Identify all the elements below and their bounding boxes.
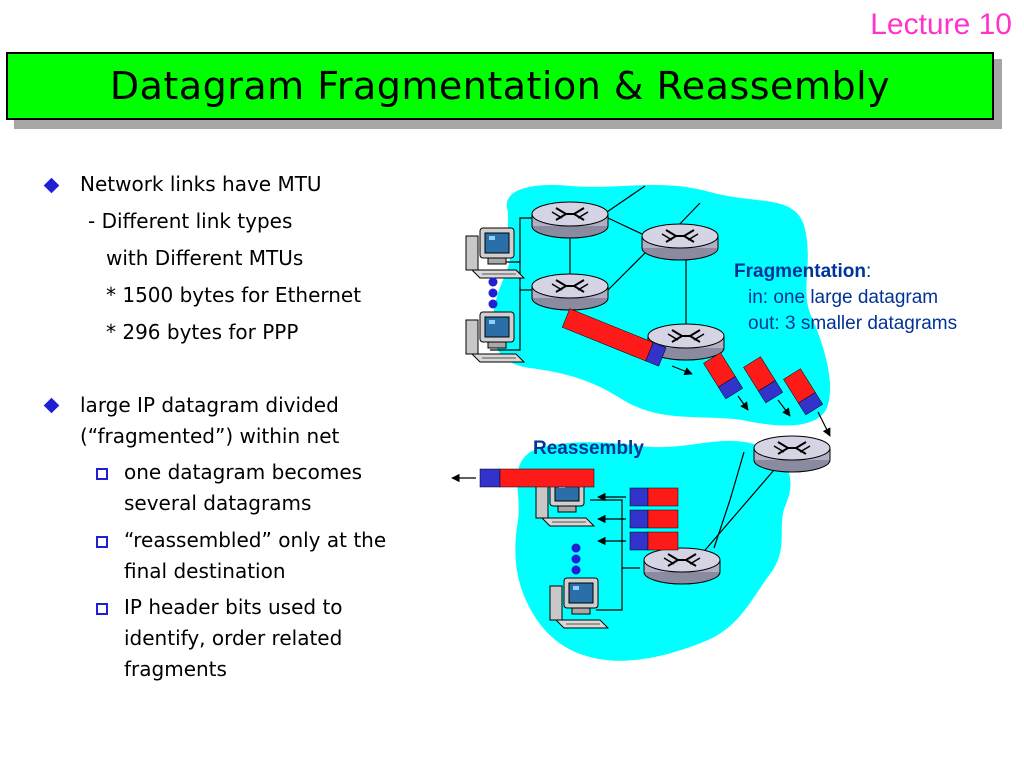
reassembled-datagram xyxy=(480,469,594,487)
router-icon xyxy=(532,202,608,238)
fragmentation-out: out: 3 smaller datagrams xyxy=(734,311,957,337)
router-icon xyxy=(644,548,720,584)
router-icon xyxy=(642,224,718,260)
reassembly-label: Reassembly xyxy=(533,438,644,460)
arrow xyxy=(818,412,830,436)
arriving-fragments xyxy=(630,488,678,550)
fragmentation-in: in: one large datagram xyxy=(734,285,957,311)
fragmentation-label: Fragmentation: in: one large datagram ou… xyxy=(734,259,957,337)
router-icon xyxy=(754,436,830,472)
fragmentation-colon: : xyxy=(866,261,871,282)
fragmentation-title: Fragmentation xyxy=(734,261,866,282)
router-icon xyxy=(532,274,608,310)
